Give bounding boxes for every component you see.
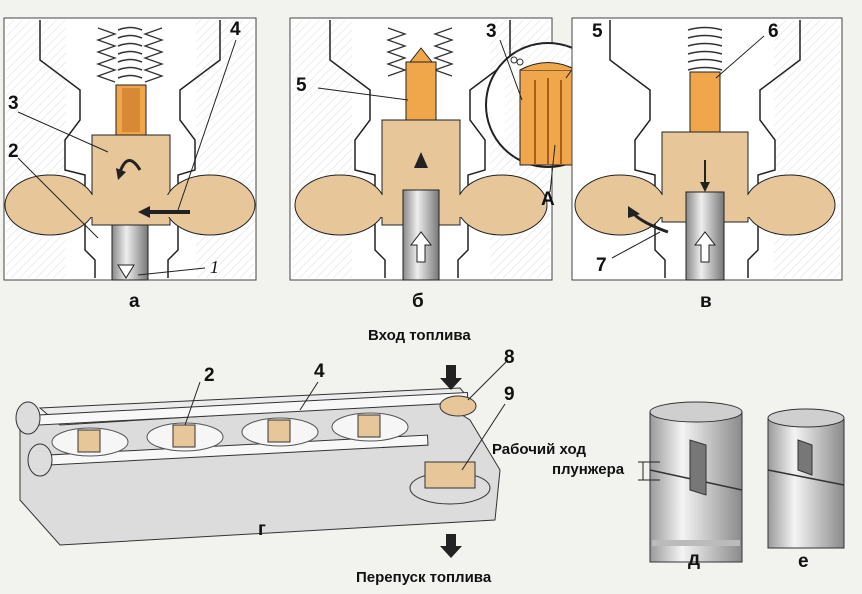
callout-a-2: 2	[8, 141, 19, 162]
callout-detail-5: 5	[592, 21, 603, 42]
callout-a-4: 4	[230, 19, 241, 40]
callout-v-6: 6	[768, 21, 779, 42]
callout-v-7: 7	[596, 255, 607, 276]
callout-g-4: 4	[314, 361, 325, 382]
panel-e-drawing	[767, 408, 845, 549]
callout-detail-A: А	[541, 189, 555, 210]
panel-a-drawing	[3, 17, 257, 281]
fuel-inlet-caption: Вход топлива	[368, 327, 471, 344]
callout-a-1: 1	[210, 257, 219, 277]
panel-label-e: е	[798, 551, 809, 572]
panel-label-g: г	[258, 519, 266, 540]
plunger-stroke-caption-line2: плунжера	[552, 461, 625, 478]
callout-detail-3: 3	[486, 21, 497, 42]
fuel-bypass-caption: Перепуск топлива	[356, 569, 492, 586]
callout-g-2: 2	[204, 365, 215, 386]
callout-b-5: 5	[296, 75, 307, 96]
callout-g-8: 8	[504, 347, 515, 368]
panel-label-d: д	[688, 549, 701, 570]
panel-label-a: а	[129, 291, 140, 312]
panel-label-v: в	[700, 291, 712, 312]
panel-label-b: б	[412, 291, 424, 312]
callout-g-9: 9	[504, 384, 515, 405]
callout-a-3: 3	[8, 93, 19, 114]
panel-v-drawing	[571, 17, 843, 281]
panel-g-drawing	[15, 359, 509, 558]
panel-d-drawing	[638, 401, 743, 563]
plunger-stroke-caption-line1: Рабочий ход	[492, 441, 586, 458]
